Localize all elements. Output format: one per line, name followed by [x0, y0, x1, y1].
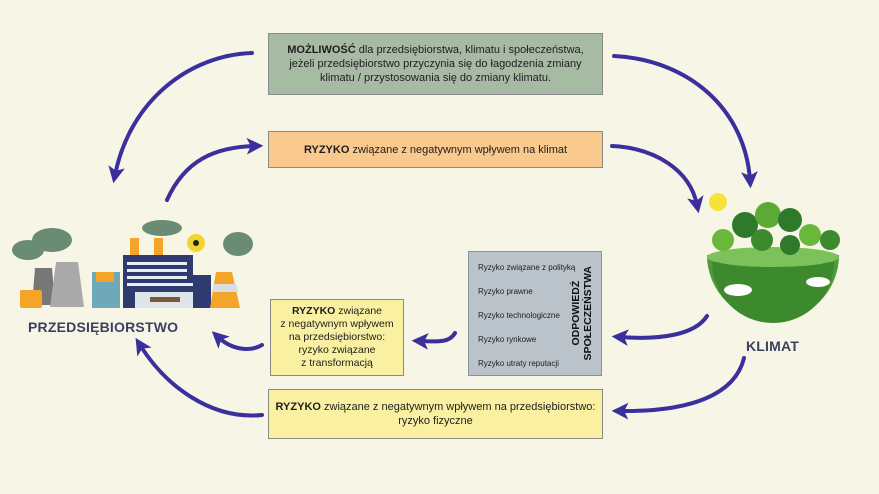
list-item: Ryzyko prawne — [478, 287, 533, 296]
opportunity-line2: jeżeli przedsiębiorstwo przyczynia się d… — [289, 58, 582, 70]
arrow-company-to-risk-climate — [165, 137, 264, 202]
risk-transform-line4: ryzyko związane — [298, 344, 376, 356]
arrow-transform-to-company — [211, 331, 264, 351]
arrow-climate-to-societal — [611, 314, 709, 347]
list-item: Ryzyko utraty reputacji — [478, 359, 559, 368]
arrow-climate-to-physical — [611, 356, 746, 420]
opportunity-bold: MOŻLIWOŚĆ — [287, 44, 356, 56]
arrow-societal-to-transform — [411, 331, 457, 350]
climate-globe-illustration — [707, 193, 840, 323]
risk-transformation-box: RYZYKO związane z negatywnym wpływem na … — [270, 299, 404, 376]
arrow-opportunity-to-company — [108, 51, 254, 184]
societal-risk-list: Ryzyko związane z polityką Ryzyko prawne… — [478, 262, 575, 382]
risk-physical-line2: ryzyko fizyczne — [398, 415, 473, 427]
risk-climate-box: RYZYKO związane z negatywnym wpływem na … — [268, 131, 603, 168]
list-item: Ryzyko technologiczne — [478, 311, 560, 320]
arrow-risk-climate-to-climate — [610, 144, 704, 214]
list-item: Ryzyko rynkowe — [478, 335, 537, 344]
risk-transform-bold: RYZYKO — [291, 305, 336, 317]
societal-title-line1: ODPOWIEDŹ — [570, 281, 582, 346]
list-item: Ryzyko związane z polityką — [478, 263, 576, 272]
opportunity-box: MOŻLIWOŚĆ dla przedsiębiorstwa, klimatu … — [268, 33, 603, 95]
societal-title-line2: SPOŁECZEŃSTWA — [582, 266, 594, 361]
risk-climate-text: związane z negatywnym wpływem na klimat — [349, 143, 568, 156]
arrow-opportunity-to-climate — [612, 54, 758, 189]
climate-label: KLIMAT — [746, 338, 800, 354]
risk-physical-bold: RYZYKO — [275, 401, 321, 413]
risk-transform-line1: związane — [335, 305, 383, 317]
factory-illustration — [12, 220, 253, 308]
opportunity-line1: dla przedsiębiorstwa, klimatu i społecze… — [355, 44, 584, 56]
risk-physical-box: RYZYKO związane z negatywnym wpływem na … — [268, 389, 603, 439]
risk-transform-line3: na przedsiębiorstwo: — [288, 331, 386, 343]
risk-transform-line5: z transformacją — [301, 357, 373, 369]
company-label: PRZEDSIĘBIORSTWO — [28, 319, 179, 335]
arrow-physical-to-company — [135, 337, 264, 418]
risk-transform-line2: z negatywnym wpływem — [280, 318, 394, 330]
risk-climate-bold: RYZYKO — [303, 143, 350, 156]
opportunity-line3: klimatu / przystosowania się do zmiany k… — [319, 72, 552, 84]
societal-response-box: Ryzyko związane z polityką Ryzyko prawne… — [468, 251, 602, 376]
risk-physical-line1: związane z negatywnym wpływem na przedsi… — [320, 401, 596, 413]
